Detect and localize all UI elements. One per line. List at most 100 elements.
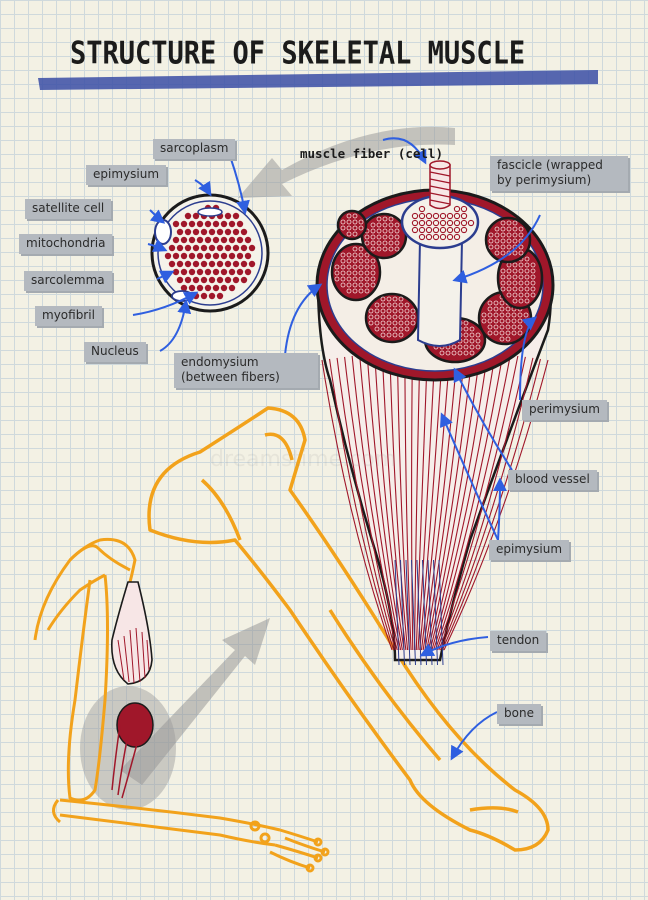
- fiber-dot: [499, 312, 505, 318]
- fiber-dot: [370, 282, 376, 288]
- myofibril-dot: [232, 244, 240, 252]
- grey-arrow-bottom: [120, 618, 270, 785]
- myofibril-dot: [240, 228, 248, 236]
- fiber-dot: [494, 244, 500, 250]
- fiber-dot: [392, 302, 398, 308]
- myofibril-dot: [248, 244, 256, 252]
- fiber-dot: [376, 246, 382, 252]
- myofibril-dot: [228, 268, 236, 276]
- muscle-fiber-line: [436, 355, 519, 651]
- fiber-dot: [410, 320, 416, 326]
- fiber-dot: [340, 270, 346, 276]
- fiber-dot: [392, 332, 398, 338]
- fiber-dot: [358, 276, 364, 282]
- fiber-dot: [518, 292, 524, 298]
- fiber-dot: [432, 219, 440, 227]
- fiber-dot: [370, 258, 376, 264]
- fiber-dot: [425, 212, 433, 220]
- fiber-dot: [340, 258, 346, 264]
- fiber-dot: [530, 268, 536, 274]
- myofibril-dot: [180, 268, 188, 276]
- fiber-dot: [392, 314, 398, 320]
- myofibril-dot: [192, 228, 200, 236]
- muscle-fiber-line: [351, 355, 400, 651]
- fiber-dot: [518, 286, 524, 292]
- fiber-dot: [380, 332, 386, 338]
- fiber-dot: [352, 225, 358, 231]
- fiber-dot: [517, 330, 523, 336]
- fiber-dot: [432, 226, 440, 234]
- fiber-dot: [352, 270, 358, 276]
- fiber-dot: [340, 264, 346, 270]
- myofibril-dot: [188, 284, 196, 292]
- myofibril-dot: [212, 252, 220, 260]
- fiber-dot: [388, 222, 394, 228]
- fiber-dot: [346, 270, 352, 276]
- muscle-fiber-line: [419, 350, 444, 651]
- fiber-dot: [418, 205, 426, 213]
- muscle-fiber-line: [381, 352, 407, 651]
- fiber-dot: [376, 240, 382, 246]
- fiber-dot: [439, 350, 445, 356]
- fiber-dot: [518, 244, 524, 250]
- fiber-dot: [386, 296, 392, 302]
- fiber-dot: [380, 314, 386, 320]
- fiber-dot: [334, 276, 340, 282]
- fiber-dot: [346, 264, 352, 270]
- fiber-dot: [418, 226, 426, 234]
- myofibril-dot: [184, 276, 192, 284]
- myofibril-dot: [208, 228, 216, 236]
- fiber-dot: [506, 280, 512, 286]
- fiber-dot: [370, 222, 376, 228]
- fiber-dot: [374, 302, 380, 308]
- fiber-dot: [469, 326, 475, 332]
- fiber-dot: [446, 226, 454, 234]
- myofibril-dot: [224, 244, 232, 252]
- fiber-dot: [446, 212, 454, 220]
- myofibril-dot: [188, 252, 196, 260]
- fiber-dot: [340, 282, 346, 288]
- fiber-dot: [460, 219, 468, 227]
- muscle-fiber-line: [404, 350, 412, 651]
- fiber-dot: [530, 274, 536, 280]
- muscle-fiber-line: [396, 351, 410, 651]
- fiber-dot: [346, 213, 352, 219]
- tendon-line: [405, 559, 411, 666]
- label-bone: bone: [497, 704, 541, 724]
- myofibril-dot: [208, 244, 216, 252]
- fiber-dot: [512, 274, 518, 280]
- fiber-dot: [352, 231, 358, 237]
- fiber-dot: [500, 274, 506, 280]
- fiber-dot: [524, 268, 530, 274]
- fiber-dot: [453, 205, 461, 213]
- fiber-dot: [439, 212, 447, 220]
- fiber-dot: [451, 350, 457, 356]
- fiber-dot: [386, 314, 392, 320]
- fiber-dot: [364, 258, 370, 264]
- myofibril-dot: [224, 260, 232, 268]
- muscle-fiber-line: [374, 353, 405, 651]
- myofibril-dot: [228, 236, 236, 244]
- fiber-dot: [346, 231, 352, 237]
- myofibril-dot: [220, 252, 228, 260]
- fiber-dot: [386, 308, 392, 314]
- muscle-fiber-line: [413, 350, 421, 651]
- myofibril-dot: [184, 244, 192, 252]
- muscle-belly: [315, 160, 555, 666]
- fiber-dot: [404, 320, 410, 326]
- muscle-fiber-line: [336, 357, 396, 651]
- fiber-dot: [494, 238, 500, 244]
- myofibril-dot: [208, 292, 216, 300]
- fiber-dot: [346, 282, 352, 288]
- myofibril-dot: [192, 244, 200, 252]
- fiber-dot: [463, 326, 469, 332]
- fiber-dot: [380, 296, 386, 302]
- watermark: dreamstime.com: [210, 447, 397, 472]
- fiber-dot: [475, 338, 481, 344]
- muscle-fiber-line: [424, 350, 466, 651]
- fiber-dot: [439, 226, 447, 234]
- muscle-fiber-line: [344, 356, 398, 651]
- fiber-dot: [364, 270, 370, 276]
- fiber-dot: [469, 344, 475, 350]
- muscle-fiber-line: [411, 350, 414, 651]
